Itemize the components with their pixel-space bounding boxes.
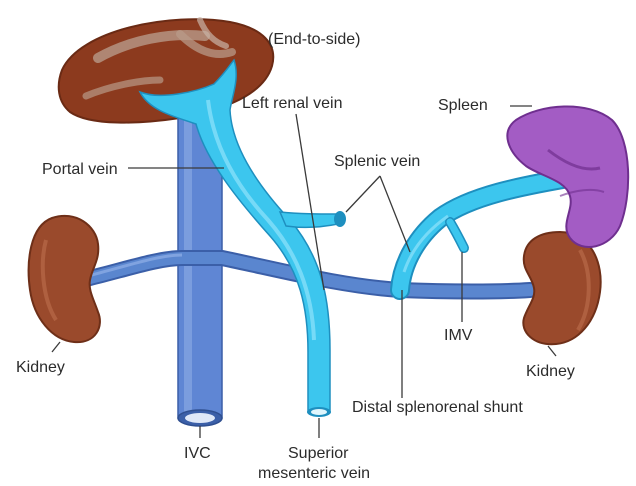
spleen-label: Spleen: [438, 97, 488, 114]
kidney-right-label: Kidney: [526, 363, 575, 380]
kidney-left-label: Kidney: [16, 359, 65, 376]
kidney-left: [29, 216, 100, 342]
superior-mesenteric-vein-label-line2: mesenteric vein: [258, 465, 370, 482]
left-renal-vein-label: Left renal vein: [242, 95, 343, 112]
portal-vein-label: Portal vein: [42, 161, 118, 178]
portal-and-superior-mesenteric-vein: [140, 60, 346, 417]
kidney-right: [523, 232, 600, 344]
superior-mesenteric-vein-label-line1: Superior: [288, 445, 349, 462]
end-to-side-label: (End-to-side): [268, 31, 360, 48]
imv-label: IMV: [444, 327, 473, 344]
distal-splenorenal-shunt-label: Distal splenorenal shunt: [352, 399, 523, 416]
splenic-vein-label: Splenic vein: [334, 153, 420, 170]
ivc-label: IVC: [184, 445, 211, 462]
